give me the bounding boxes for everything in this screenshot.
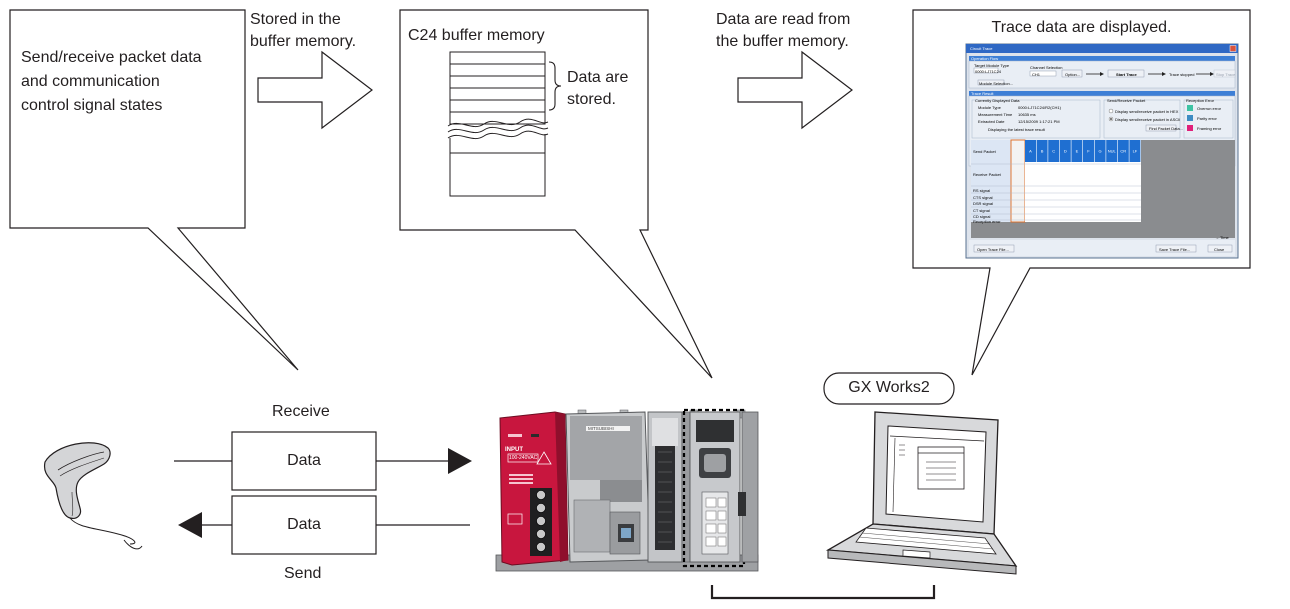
trace-target-module-value: 0000:LJ71C24 <box>975 69 1002 74</box>
plc-input-label: INPUT <box>505 447 523 453</box>
trace-save-button[interactable]: Save Trace File... <box>1159 246 1191 252</box>
trace-latest-label: Displaying the latest trace result <box>988 127 1045 132</box>
laptop-icon <box>825 411 1018 575</box>
trace-stopped-label: Trace stopped <box>1169 71 1195 77</box>
send-packet-cell <box>1094 140 1106 162</box>
trace-row-ct: CT signal <box>973 208 990 213</box>
trace-error-item-3: Framing error <box>1197 126 1222 131</box>
left-callout-line-3: control signal states <box>21 97 163 114</box>
barcode-reader-icon <box>43 442 143 550</box>
send-packet-cell <box>1129 140 1141 162</box>
trace-extracted-value: 12/15/2009 1:17:21 PM <box>1018 119 1060 124</box>
connection-bracket <box>710 585 936 600</box>
trace-module-type-value: 0000:LJ71C24/R2(CH1) <box>1018 105 1061 110</box>
trace-row-cts: CTS signal <box>973 195 993 200</box>
trace-row-dsr: DSR signal <box>973 201 994 206</box>
send-packet-cell-label: CR <box>1120 149 1126 154</box>
read-arrow-label-2: the buffer memory. <box>716 33 849 50</box>
trace-row-send: Send Packet <box>973 149 996 154</box>
left-callout-line-1: Send/receive packet data <box>21 49 202 66</box>
trace-error-item-1: Overrun error <box>1197 106 1222 111</box>
send-packet-cell-label: A <box>1029 149 1032 154</box>
trace-operation-flow: Operation Flow <box>971 56 999 61</box>
receive-label: Receive <box>272 403 330 420</box>
trace-measurement-label: Measurement Time <box>978 112 1013 117</box>
send-packet-cell <box>1117 140 1129 162</box>
trace-packet-hex-option[interactable]: Display send/receive packet in HEX <box>1115 108 1179 114</box>
data-box-bottom: Data <box>287 516 321 533</box>
plc-brand-label: MITSUBISHI <box>588 426 614 431</box>
trace-module-type-label: Module Type <box>978 105 1001 110</box>
send-packet-cell <box>1106 140 1118 162</box>
trace-row-cd: CD signal <box>973 214 991 219</box>
trace-error-item-2: Parity error <box>1197 116 1217 121</box>
plc-voltage-label: 100-240VAC <box>509 455 538 461</box>
trace-row-receive: Receive Packet <box>973 172 1001 177</box>
trace-stop-button[interactable]: Stop Trace <box>1216 71 1236 77</box>
send-packet-cell-label: C <box>1052 149 1055 154</box>
callout-buffer <box>399 9 713 379</box>
trace-find-packet-button[interactable]: Find Packet Data... <box>1149 126 1184 131</box>
trace-open-button[interactable]: Open Trace File... <box>977 246 1009 252</box>
software-label-box <box>823 372 955 405</box>
send-packet-cell <box>1059 140 1071 162</box>
trace-window-title: Circuit Trace <box>970 46 993 51</box>
trace-error-group-label: Reception Error <box>1186 98 1215 103</box>
trace-channel-label: Channel Selection <box>1030 65 1063 70</box>
left-callout-line-2: and communication <box>21 73 160 90</box>
send-packet-cell-label: F <box>1087 149 1090 154</box>
stored-arrow <box>257 50 373 130</box>
trace-packet-ascii-option[interactable]: Display send/receive packet in ASCII <box>1115 116 1181 122</box>
send-packet-cell-label: G <box>1099 149 1102 154</box>
trace-row-rs: RS signal <box>973 188 991 193</box>
buffer-callout-title: C24 buffer memory <box>408 27 545 44</box>
trace-option-button[interactable]: Option... <box>1065 71 1081 77</box>
buffer-note-line-1: Data are <box>567 69 629 86</box>
software-label: GX Works2 <box>848 379 930 396</box>
trace-close-button[interactable]: Close <box>1214 246 1225 252</box>
trace-channel-value[interactable]: CH1 <box>1032 71 1041 77</box>
stored-arrow-label-2: buffer memory. <box>250 33 357 50</box>
send-link <box>178 495 470 555</box>
send-packet-cell-label: B <box>1041 149 1044 154</box>
trace-measurement-value: 10635 ms <box>1018 112 1036 117</box>
trace-extracted-label: Extracted Date <box>978 119 1005 124</box>
read-arrow <box>737 50 853 130</box>
trace-callout-title: Trace data are displayed. <box>991 19 1172 36</box>
send-packet-cell <box>1036 140 1048 162</box>
trace-start-button[interactable]: Start Trace <box>1116 71 1137 77</box>
trace-time-label: → Time <box>1215 235 1229 240</box>
buffer-memory-stack <box>447 51 562 197</box>
send-packet-cell-label: E <box>1076 149 1079 154</box>
send-packet-cell <box>1025 140 1036 162</box>
send-packet-cell-label: NUL <box>1108 149 1117 154</box>
callout-left <box>9 9 299 371</box>
trace-row-error: Reception error <box>973 219 1001 224</box>
send-label: Send <box>284 565 322 582</box>
stored-arrow-label-1: Stored in the <box>250 11 341 28</box>
send-packet-cell-label: D <box>1064 149 1067 154</box>
trace-result-label: Trace Result <box>971 91 994 96</box>
read-arrow-label-1: Data are read from <box>716 11 851 28</box>
data-box-top: Data <box>287 452 321 469</box>
trace-target-module-label: Target Module Type <box>974 63 1010 68</box>
trace-displayed-data-label: Currently Displayed Data <box>975 98 1020 103</box>
send-packet-cell <box>1083 140 1094 162</box>
trace-module-selection-button[interactable]: Module Selection... <box>979 80 1014 86</box>
buffer-note-line-2: stored. <box>567 91 616 108</box>
receive-link <box>174 431 472 491</box>
plc-icon <box>495 408 759 572</box>
send-packet-cell <box>1048 140 1060 162</box>
trace-packet-group-label: Send/Receive Packet <box>1107 98 1146 103</box>
send-packet-cell <box>1071 140 1083 162</box>
send-packet-cell-label: LF <box>1133 149 1138 154</box>
